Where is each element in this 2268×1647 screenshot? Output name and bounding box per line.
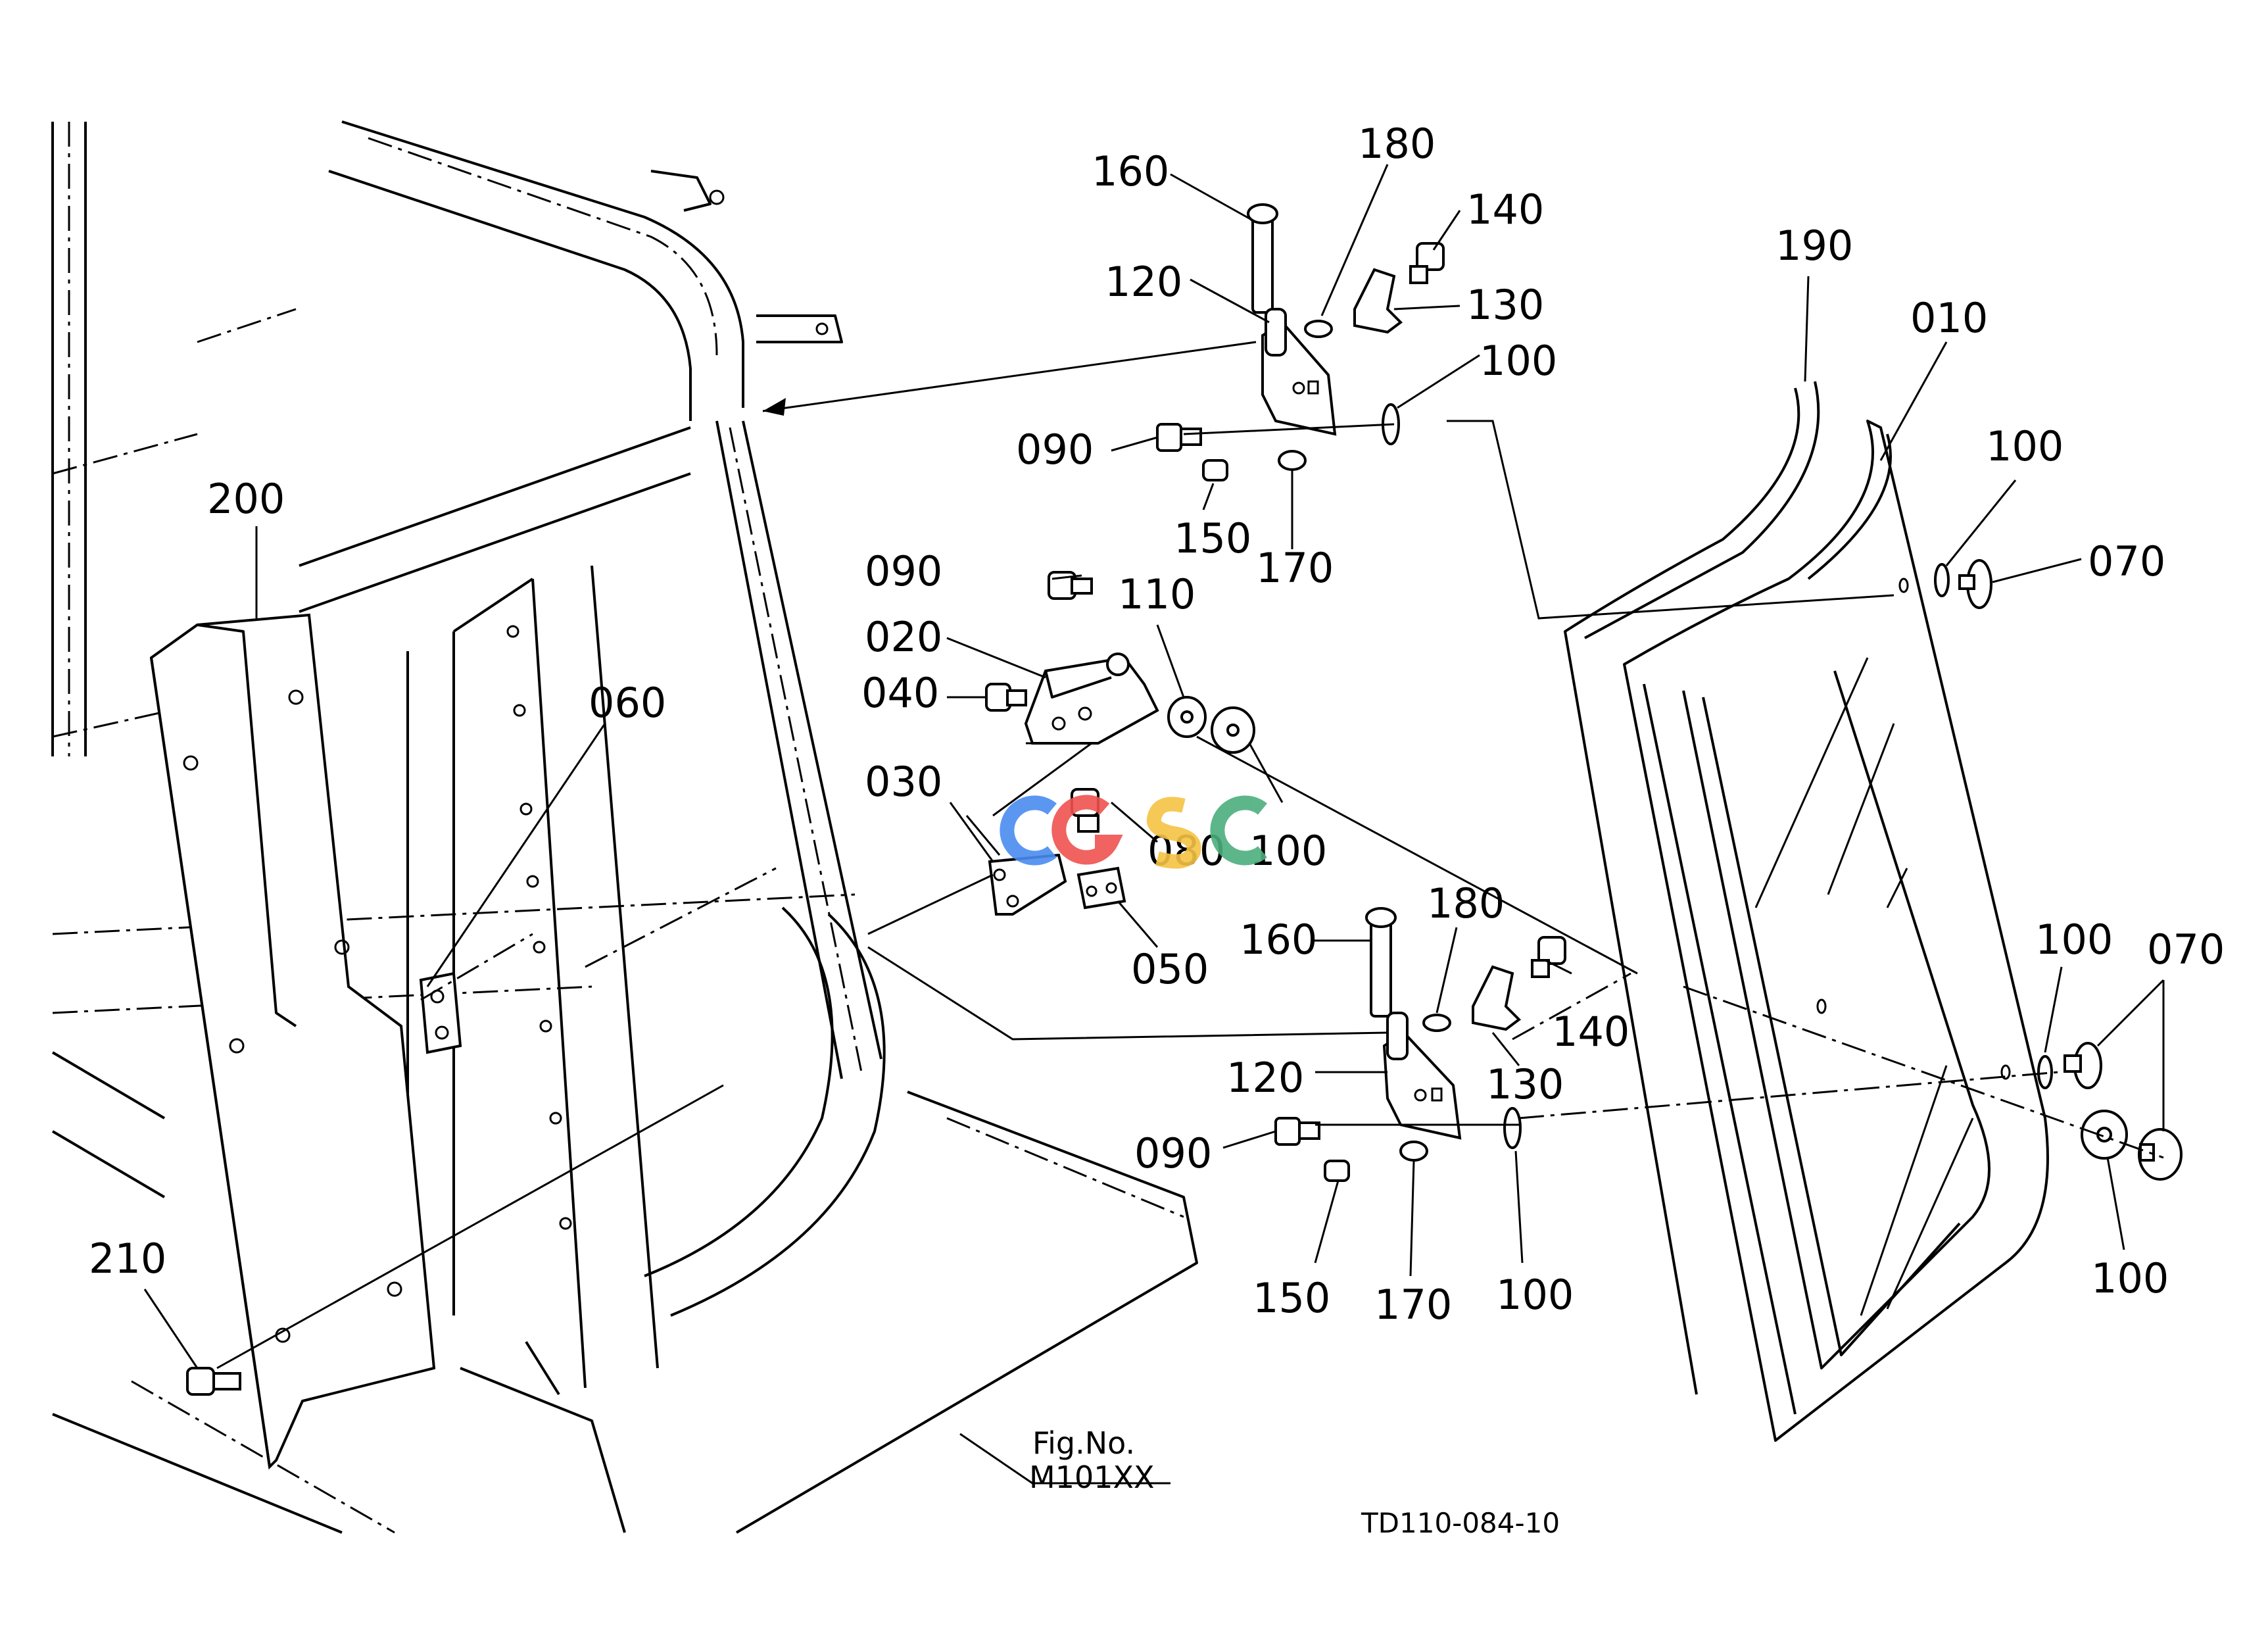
callout-100-middle: 100 [1249, 827, 1327, 875]
callout-120-lower: 120 [1226, 1054, 1304, 1102]
callout-100-door-lower: 100 [2035, 916, 2113, 964]
callout-090-middle: 090 [865, 547, 942, 595]
callout-150-upper: 150 [1174, 514, 1251, 562]
callout-110: 110 [1118, 570, 1195, 618]
callout-050: 050 [1131, 945, 1209, 993]
callout-200: 200 [207, 475, 285, 523]
callout-140-upper: 140 [1466, 185, 1544, 234]
callout-170-lower: 170 [1374, 1281, 1452, 1329]
door-assembly [1564, 381, 2183, 1442]
callout-labels: 160 180 140 120 130 100 090 150 170 190 … [89, 120, 2225, 1539]
callout-160-upper: 160 [1092, 147, 1169, 195]
callout-120-upper: 120 [1105, 258, 1182, 306]
callout-070-lower: 070 [2147, 925, 2225, 973]
leader-lines [143, 164, 2165, 1485]
part-200-panel [149, 613, 436, 1470]
callout-160-lower: 160 [1240, 916, 1317, 964]
lower-hinge-assembly [1274, 907, 1566, 1182]
callout-170-upper: 170 [1256, 544, 1334, 592]
callout-090-lower: 090 [1134, 1129, 1212, 1177]
callout-100-lower: 100 [1496, 1271, 1574, 1319]
callout-140-lower: 140 [1552, 1008, 1629, 1056]
drawing-code: TD110-084-10 [1361, 1507, 1560, 1539]
part-060-plate [419, 971, 462, 1054]
callout-130-lower: 130 [1486, 1060, 1564, 1108]
callout-090-upper: 090 [1016, 426, 1094, 474]
callout-060: 060 [589, 679, 666, 727]
callout-180-lower: 180 [1427, 879, 1505, 927]
middle-latch-assembly [965, 571, 1255, 916]
part-210-bolt [186, 1367, 241, 1396]
callout-190: 190 [1775, 222, 1853, 270]
watermark-logo [1000, 795, 1267, 869]
figure-reference-line2: M101XX [1029, 1460, 1155, 1495]
upper-hinge-assembly [1156, 203, 1445, 481]
callout-010: 010 [1910, 294, 1988, 342]
figure-reference-line1: Fig.No. [1032, 1425, 1135, 1461]
callout-130-upper: 130 [1466, 281, 1544, 329]
callout-070-upper: 070 [2088, 537, 2165, 585]
callout-180-upper: 180 [1358, 120, 1436, 168]
callout-020: 020 [865, 613, 942, 661]
callout-100-knob: 100 [2091, 1254, 2169, 1302]
callout-100-upper: 100 [1480, 337, 1557, 385]
cab-frame [51, 120, 1198, 1534]
callout-150-lower: 150 [1253, 1274, 1330, 1322]
callout-030: 030 [865, 758, 942, 806]
callout-210: 210 [89, 1235, 166, 1283]
callout-040: 040 [861, 669, 939, 717]
callout-100-door-upper: 100 [1986, 422, 2063, 470]
